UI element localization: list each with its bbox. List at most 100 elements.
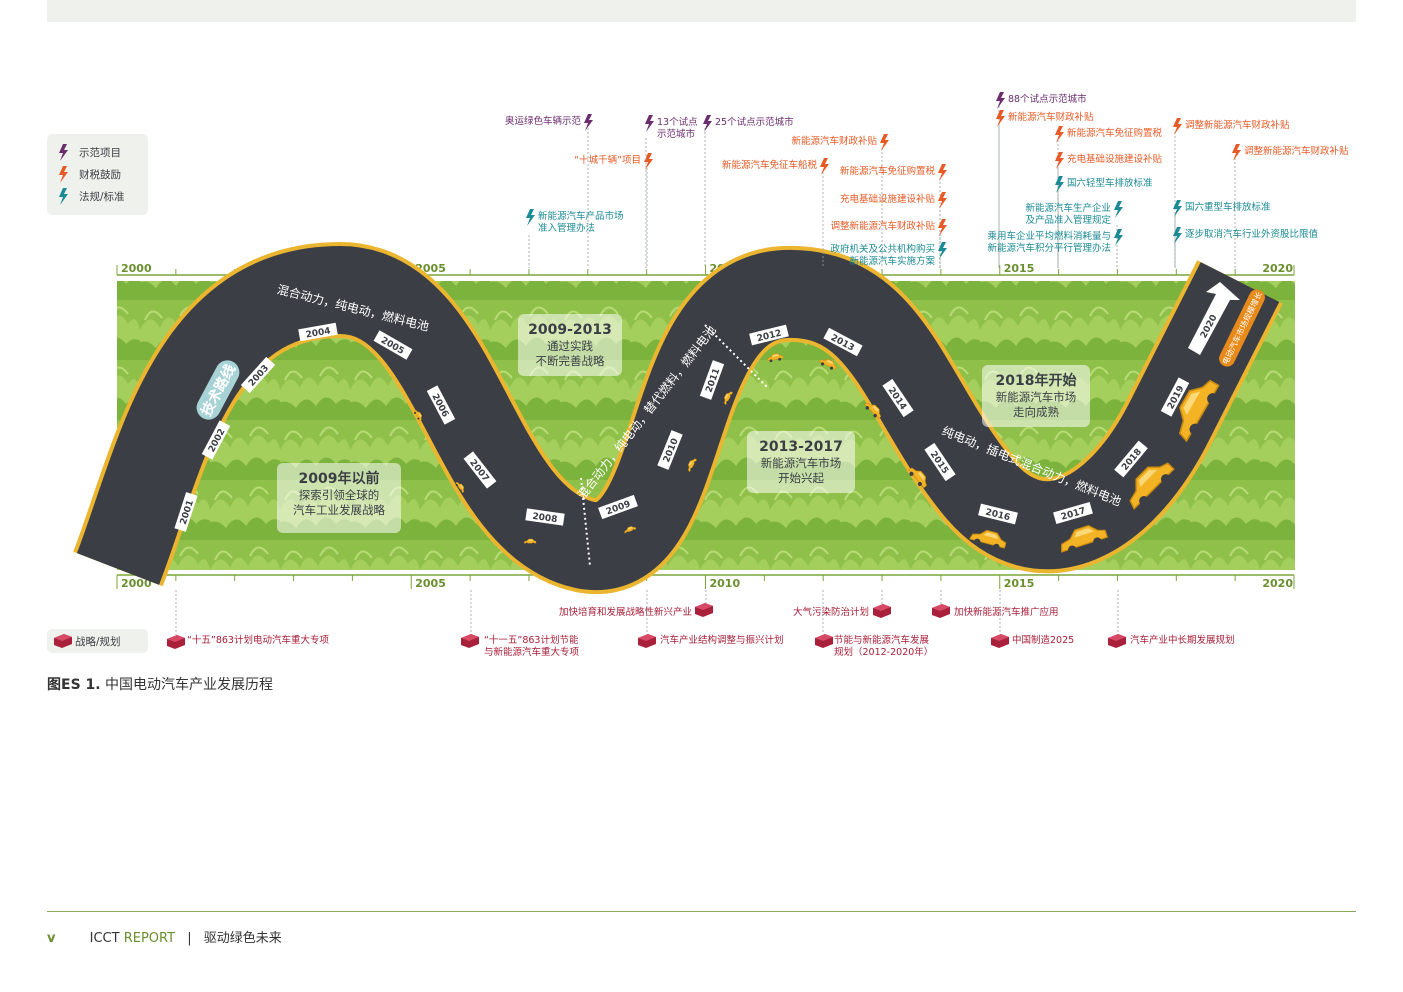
bottom-event: 汽车产业结构调整与振兴计划 [638, 590, 784, 648]
footer-separator: | [187, 931, 192, 946]
event-label: 25个试点示范城市 [715, 116, 794, 128]
phase-title: 2013-2017 [759, 439, 843, 455]
event-label: 与新能源汽车重大专项 [484, 646, 580, 658]
event-label: 13个试点 [657, 116, 698, 128]
axis-year-label: 2015 [1004, 577, 1035, 590]
car-icon [413, 409, 422, 422]
strategy-icon [695, 603, 713, 617]
top-event: “十城千辆”项目 [574, 153, 653, 268]
phase-desc: 新能源汽车市场 [996, 390, 1077, 404]
event-bolt-icon [1173, 227, 1182, 244]
event-label: 88个试点示范城市 [1008, 93, 1087, 105]
top-event: 25个试点示范城市 [703, 115, 794, 268]
car-icon [1061, 524, 1109, 554]
legend-strategy-label: 战略/规划 [75, 635, 121, 648]
event-label: 加快新能源汽车推广应用 [954, 606, 1059, 618]
car-icon [1129, 462, 1175, 510]
event-bolt-icon [1173, 118, 1182, 135]
event-label: 汽车产业中长期发展规划 [1130, 634, 1235, 646]
axis-year-label: 2000 [121, 577, 152, 590]
top-event: 奥运绿色车辆示范 [505, 114, 593, 268]
road-year-marker: 2008 [525, 508, 565, 526]
top-event: 调整新能源汽车财政补贴 [1232, 144, 1349, 268]
event-bolt-icon [584, 114, 593, 131]
header-band [47, 0, 1356, 22]
event-label: 新能源汽车免征购置税 [1067, 127, 1163, 139]
bottom-event: 加快新能源汽车推广应用 [932, 590, 1059, 618]
footer: v ICCT REPORT | 驱动绿色未来 [47, 927, 282, 946]
axis-year-label: 2020 [1262, 577, 1293, 590]
event-bolt-icon [1055, 152, 1064, 169]
car-icon [767, 353, 784, 363]
phase-title: 2018年开始 [996, 372, 1077, 389]
event-bolt-icon [1114, 201, 1123, 218]
legend-bolt-icon [59, 166, 68, 183]
car-icon [624, 526, 637, 534]
legend-label: 财税鼓励 [79, 168, 121, 181]
strategy-icon [932, 604, 950, 618]
event-label: 及产品准入管理规定 [1025, 214, 1111, 226]
event-label: “十城千辆”项目 [574, 154, 641, 166]
strategy-icon [54, 634, 72, 648]
footer-divider [47, 911, 1356, 912]
event-label: 充电基础设施建设补贴 [840, 193, 936, 205]
event-label: “十五”863计划电动汽车重大专项 [187, 634, 329, 646]
phase-desc: 探索引领全球的 [299, 488, 380, 502]
event-bolt-icon [938, 242, 947, 259]
car-icon [1178, 379, 1220, 443]
event-bolt-icon [644, 153, 653, 170]
event-bolt-icon [820, 158, 829, 175]
event-label: 新能源汽车财政补贴 [1008, 111, 1094, 123]
event-label: 政府机关及公共机构购买 [830, 243, 935, 255]
strategy-icon [167, 635, 185, 649]
top-event: 88个试点示范城市 [996, 92, 1087, 268]
top-event: 新能源汽车财政补贴 [996, 110, 1094, 268]
event-bolt-icon [1055, 176, 1064, 193]
event-bolt-icon [1173, 200, 1182, 217]
figure-number: 图ES 1. [47, 677, 101, 693]
footer-title: 驱动绿色未来 [203, 931, 282, 946]
event-bolt-icon [1055, 126, 1064, 143]
event-bolt-icon [1114, 229, 1123, 246]
cars [413, 353, 1220, 554]
top-event: 新能源汽车财政补贴 [791, 134, 889, 268]
bottom-event: 大气污染防治计划 [793, 590, 891, 618]
bottom-event: “十五”863计划电动汽车重大专项 [167, 590, 329, 649]
strategy-icon [461, 634, 479, 648]
top-event: 调整新能源汽车财政补贴 [1173, 118, 1290, 268]
phase-desc: 通过实践 [547, 339, 593, 353]
road-year-label: 2008 [532, 512, 558, 525]
event-bolt-icon [996, 110, 1005, 127]
event-label: 奥运绿色车辆示范 [505, 115, 582, 127]
phase-title: 2009-2013 [528, 322, 612, 338]
event-label: 节能与新能源汽车发展 [834, 634, 930, 646]
event-bolt-icon [938, 164, 947, 181]
top-event: 国六轻型车排放标准 [1055, 176, 1153, 268]
phase-desc: 不断完善战略 [536, 354, 605, 368]
road [73, 241, 1283, 594]
event-bolt-icon [526, 209, 535, 226]
strategy-icon [815, 634, 833, 648]
top-event: 新能源汽车免征车船税 [722, 158, 829, 268]
event-bolt-icon [996, 92, 1005, 109]
car-icon [724, 391, 733, 406]
bottom-event: 中国制造2025 [991, 590, 1074, 648]
bottom-event: 加快培育和发展战略性新兴产业 [559, 590, 713, 618]
event-label: 逐步取消汽车行业外资股比限值 [1185, 228, 1319, 240]
figure-title: 中国电动汽车产业发展历程 [105, 677, 274, 693]
event-label: 新能源汽车积分平行管理办法 [987, 242, 1111, 254]
phase-title: 2009年以前 [299, 470, 380, 487]
event-label: 新能源汽车产品市场 [538, 210, 624, 222]
road-year-marker: 2004 [298, 322, 338, 342]
bottom-event: 汽车产业中长期发展规划 [1108, 590, 1235, 648]
phase-boxes: 2009年以前探索引领全球的汽车工业发展战略2009-2013通过实践不断完善战… [277, 314, 1090, 533]
strategy-icon [991, 634, 1009, 648]
